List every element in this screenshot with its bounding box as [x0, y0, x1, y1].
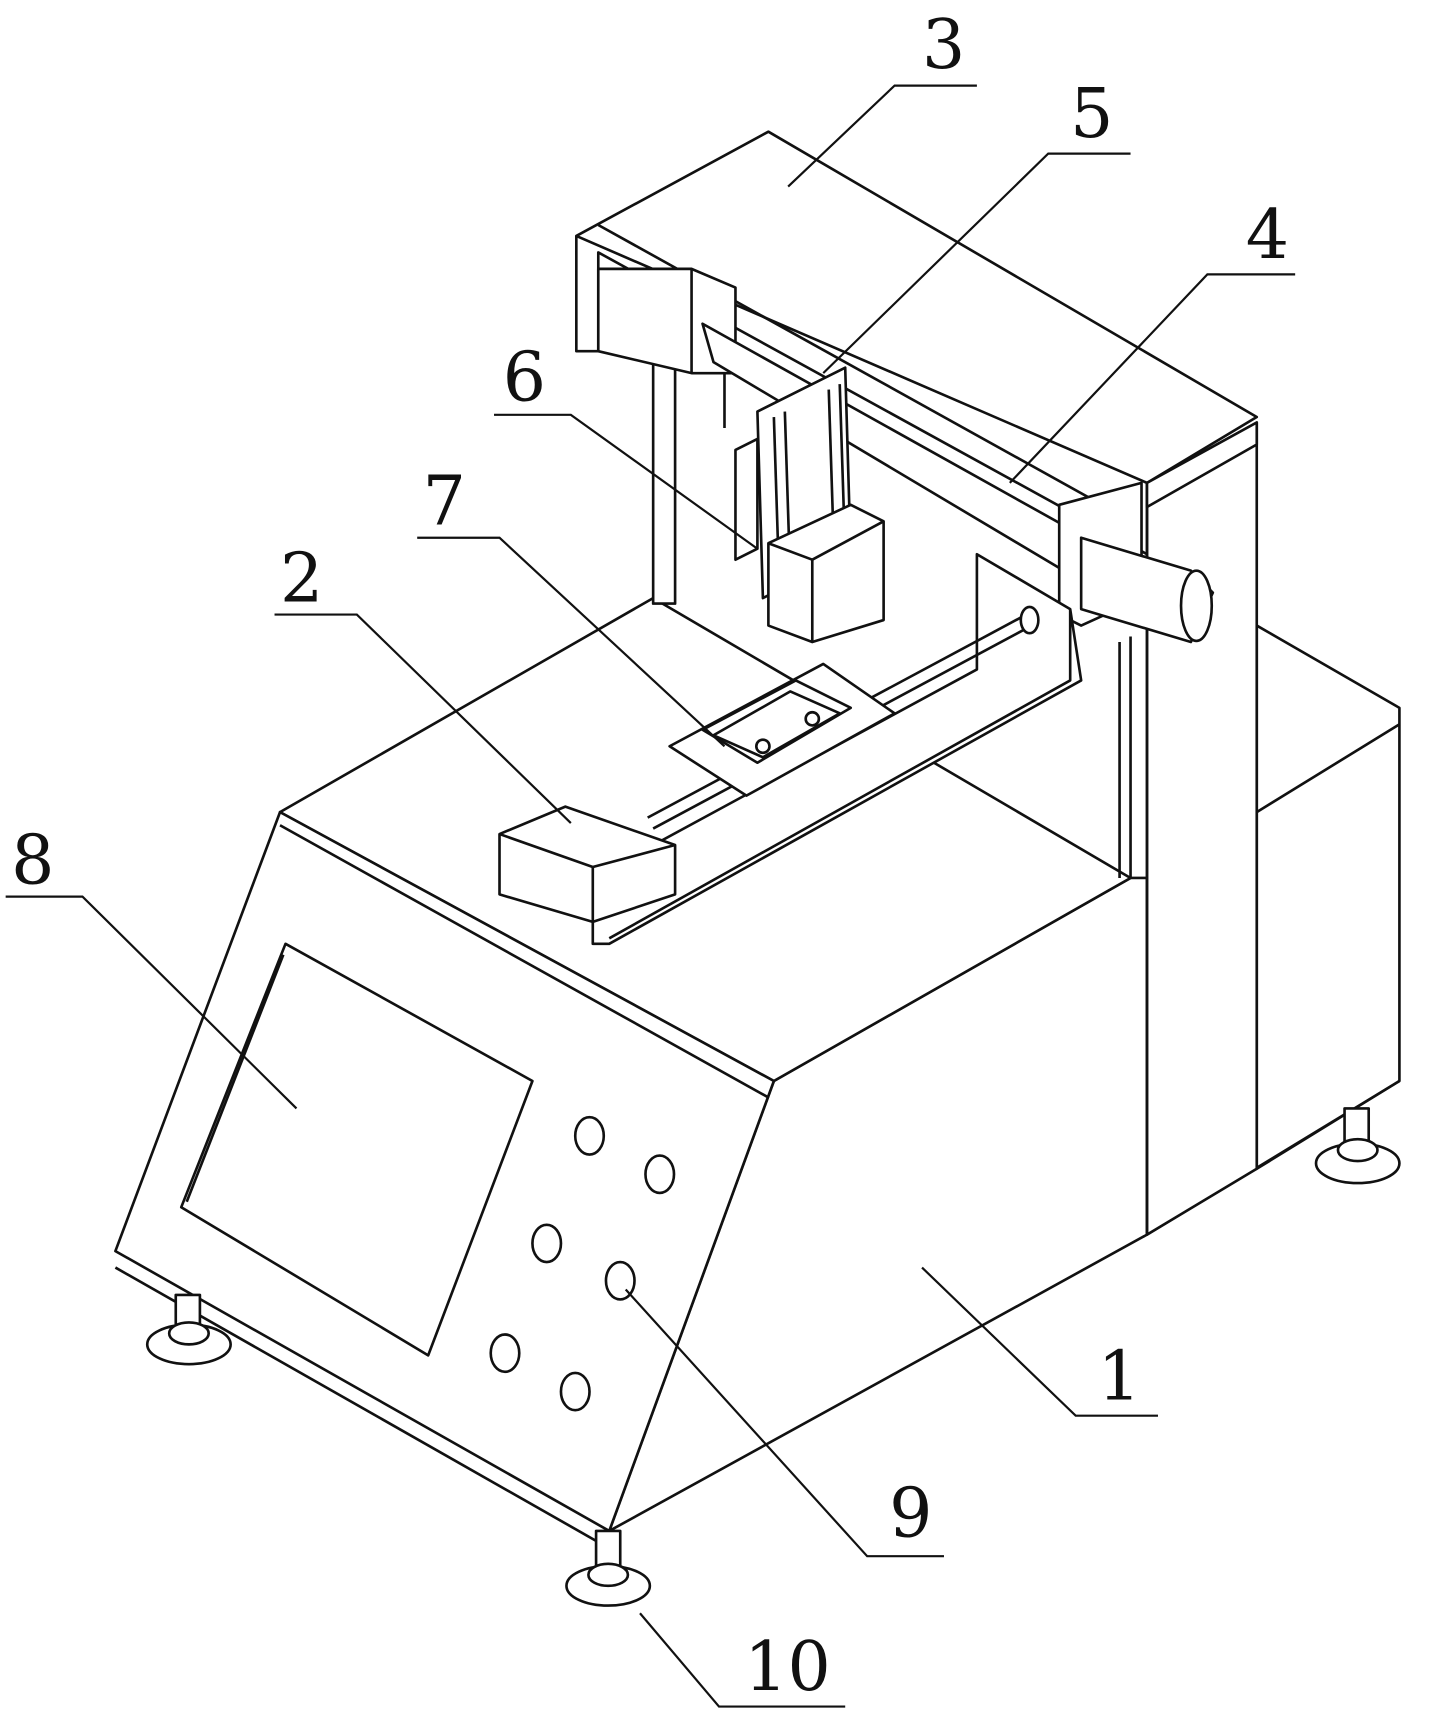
rear-box: [1255, 624, 1401, 1171]
control-panel: [114, 810, 776, 1547]
top-frame-3: [575, 130, 1259, 638]
button[interactable]: [489, 1333, 521, 1374]
fixture-7: [668, 662, 896, 797]
clamp-4: [1057, 481, 1215, 644]
slider-assembly-5-6: [734, 366, 885, 644]
label-6: 6: [503, 339, 546, 418]
button[interactable]: [559, 1371, 591, 1412]
label-3: 3: [922, 6, 965, 85]
feet-10: [145, 1107, 1401, 1607]
callouts: 3 5 4 6 7 2 8 1 9 10: [5, 6, 1296, 1708]
label-8: 8: [11, 821, 54, 900]
label-1: 1: [1098, 1337, 1141, 1416]
work-rail-2: [498, 552, 1083, 946]
screen-8: [179, 942, 534, 1357]
button[interactable]: [531, 1223, 563, 1264]
label-10: 10: [744, 1628, 831, 1707]
label-9: 9: [889, 1474, 932, 1553]
button[interactable]: [644, 1154, 676, 1195]
column: [1145, 421, 1259, 1236]
button[interactable]: [573, 1115, 606, 1156]
label-2: 2: [280, 539, 323, 618]
label-4: 4: [1246, 196, 1289, 275]
label-5: 5: [1070, 75, 1113, 154]
buttons-9: [489, 1115, 676, 1412]
label-7: 7: [423, 463, 466, 542]
